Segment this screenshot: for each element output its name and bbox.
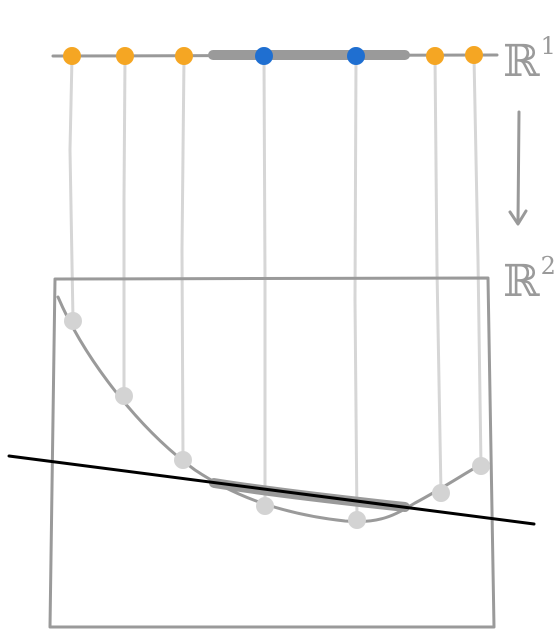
r1-point-outlier — [116, 47, 134, 65]
r1-label: ℝ1 — [503, 32, 556, 87]
projection-line-5 — [353, 55, 359, 522]
r1-point-inlier — [255, 47, 273, 65]
projection-lines — [68, 55, 483, 522]
projection-line-3 — [180, 55, 186, 461]
r2-label: ℝ2 — [503, 252, 556, 307]
r1-point-outlier — [465, 46, 483, 64]
projection-line-7 — [472, 55, 483, 468]
r1-label-exponent: 1 — [541, 32, 556, 60]
r1-point-outlier — [63, 47, 81, 65]
r2-frame — [48, 276, 496, 629]
r1-point-inlier — [347, 47, 365, 65]
separating-line — [7, 454, 536, 526]
r2-point — [472, 457, 490, 475]
r2-point — [256, 497, 274, 515]
r1-points — [63, 46, 483, 65]
r2-point — [115, 387, 133, 405]
r1-point-outlier — [175, 47, 193, 65]
projection-line-6 — [433, 55, 443, 495]
projection-line-4 — [262, 55, 267, 507]
r2-points — [64, 312, 490, 529]
r2-point — [348, 511, 366, 529]
down-arrow-icon — [508, 110, 528, 226]
r2-point — [64, 312, 82, 330]
r2-label-exponent: 2 — [541, 252, 556, 280]
projection-line-2 — [122, 55, 127, 397]
projection-line-1 — [68, 55, 75, 322]
r2-point — [432, 484, 450, 502]
r2-point — [174, 451, 192, 469]
r1-point-outlier — [426, 47, 444, 65]
